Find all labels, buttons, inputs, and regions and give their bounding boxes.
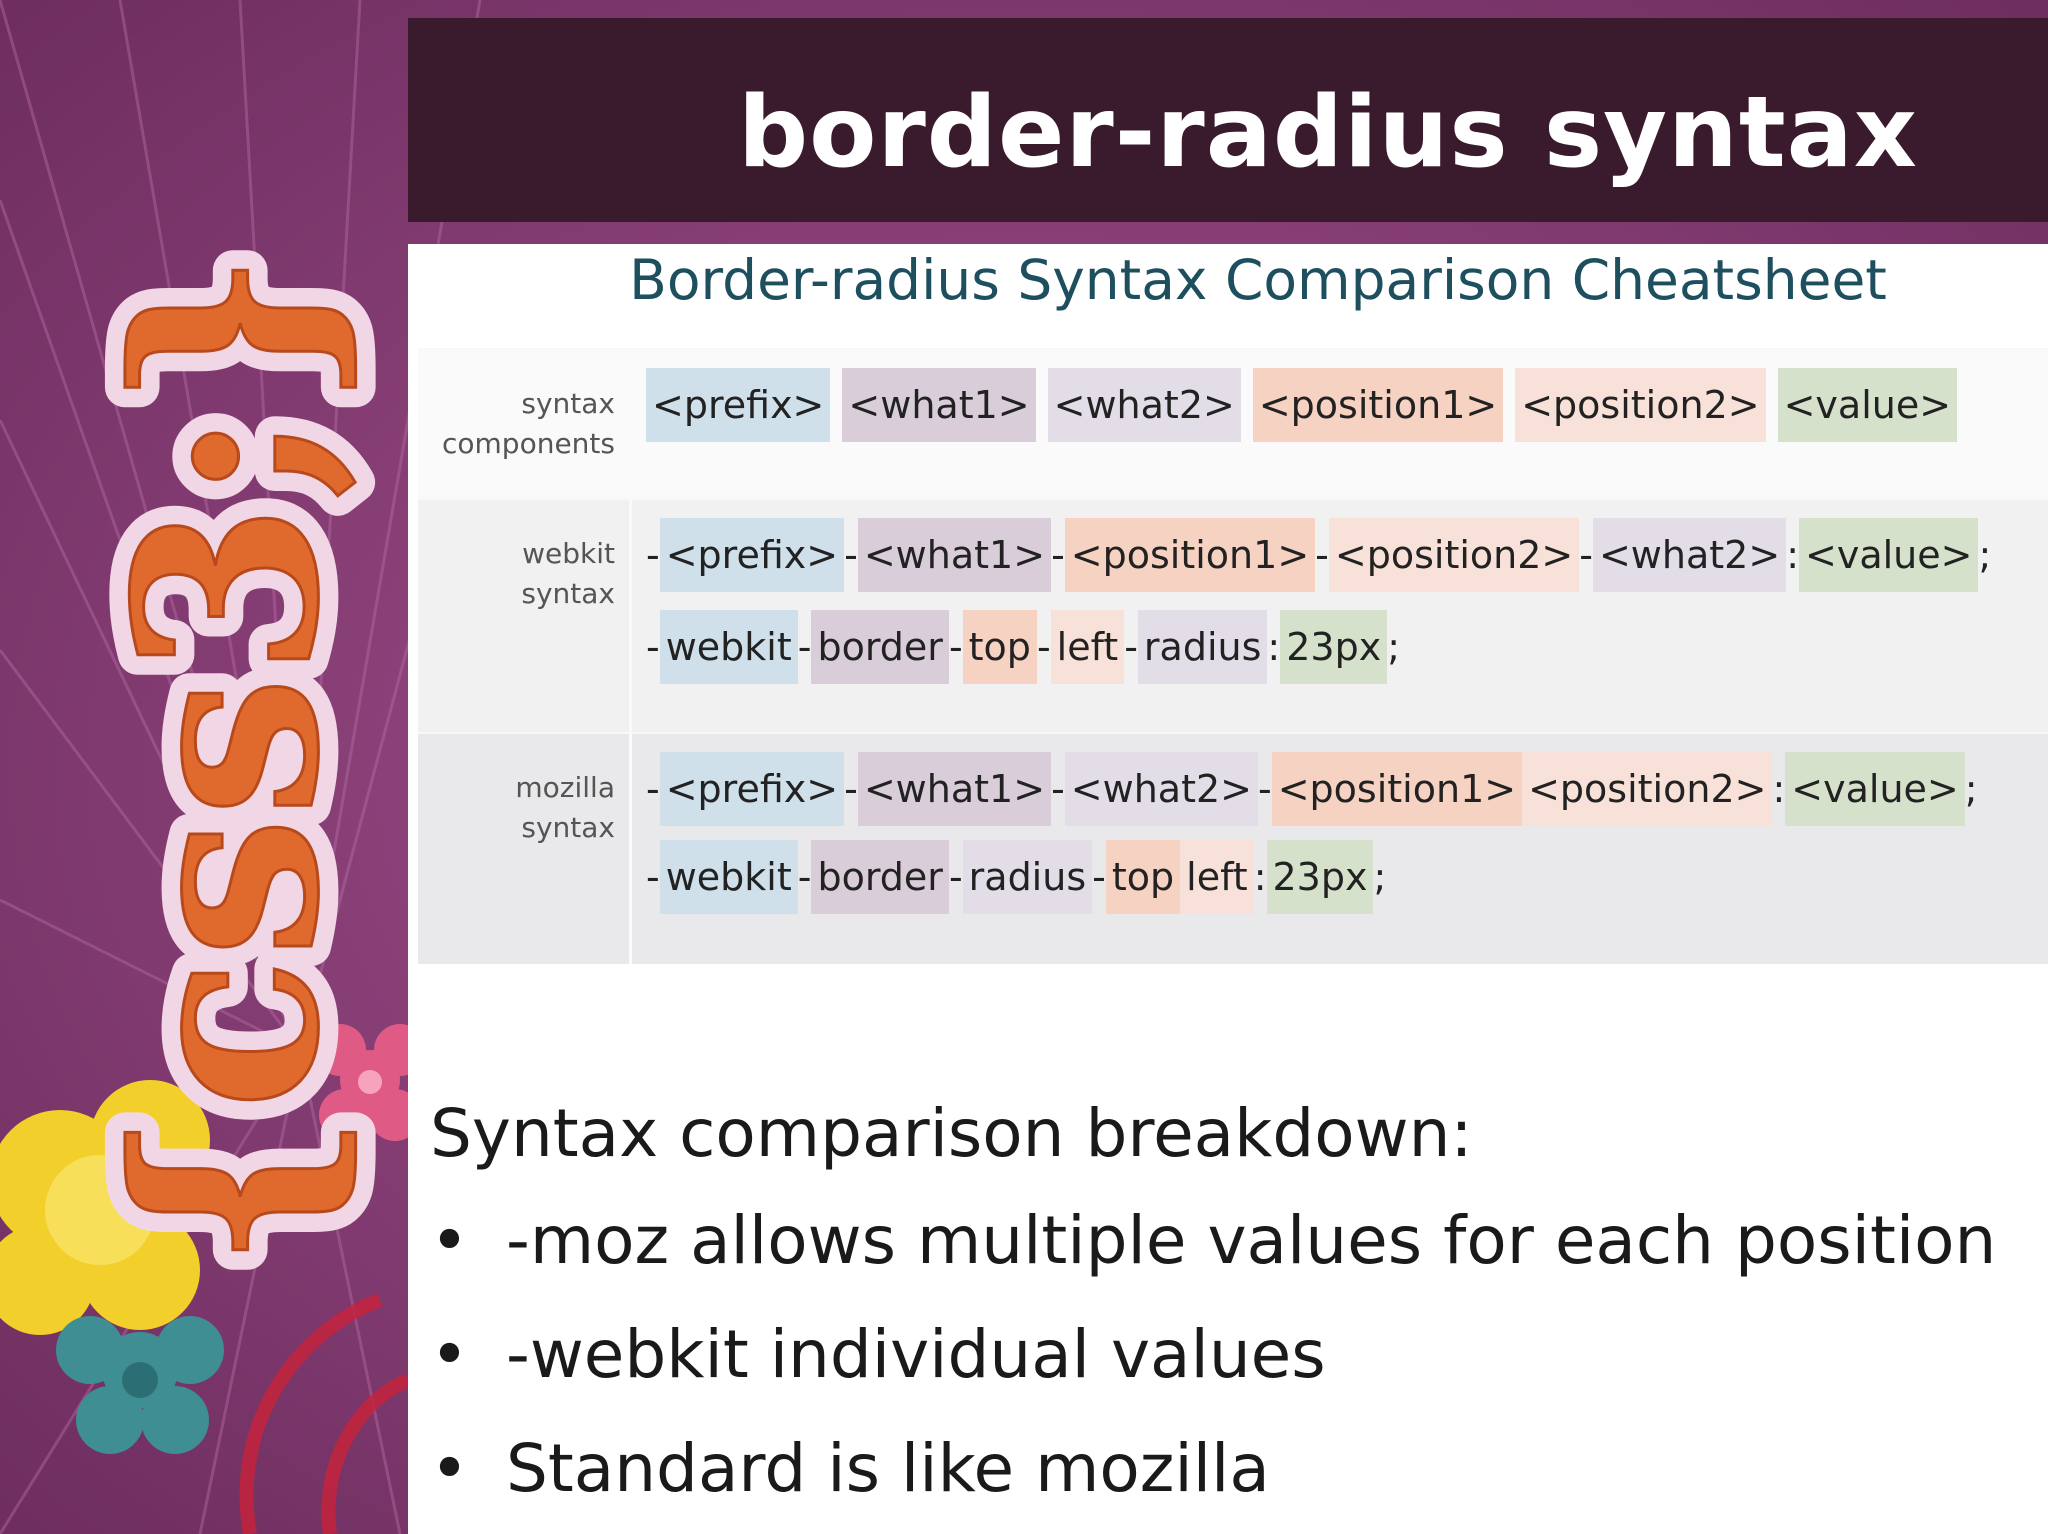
syntax-line: -<prefix>-<what1>-<position1>-<position2… xyxy=(646,518,1991,592)
notes-heading: Syntax comparison breakdown: xyxy=(430,1095,1473,1172)
syntax-separator: : xyxy=(1786,533,1799,577)
syntax-separator: - xyxy=(844,767,858,811)
syntax-token-what2: <what2> xyxy=(1047,368,1241,442)
cheatsheet-title: Border-radius Syntax Comparison Cheatshe… xyxy=(629,248,1887,312)
syntax-separator: - xyxy=(1092,855,1106,899)
syntax-token-what1: <what1> xyxy=(842,368,1036,442)
syntax-separator: - xyxy=(1051,533,1065,577)
notes-bullet-item: • Standard is like mozilla xyxy=(430,1412,1996,1526)
syntax-token-what2: radius xyxy=(962,840,1093,914)
syntax-separator: - xyxy=(1036,625,1051,669)
syntax-token-what1: <what1> xyxy=(857,752,1052,826)
syntax-token-pos1: <position1> xyxy=(1271,752,1523,826)
syntax-token-what2: <what2> xyxy=(1592,518,1787,592)
syntax-line: -webkit-border-top-left-radius: 23px; xyxy=(646,610,1400,684)
bullet-icon: • xyxy=(430,1430,469,1507)
syntax-separator: - xyxy=(1315,533,1329,577)
notes-bullet-text: -moz allows multiple values for each pos… xyxy=(506,1202,1997,1279)
row-label-line: syntax xyxy=(521,811,615,844)
syntax-separator: - xyxy=(797,855,812,899)
syntax-token-prefix: <prefix> xyxy=(646,368,831,442)
syntax-separator: - xyxy=(646,625,660,669)
notes-bullet-text: Standard is like mozilla xyxy=(506,1430,1270,1507)
row-label: webkit syntax xyxy=(418,500,632,732)
syntax-separator: - xyxy=(1051,767,1065,811)
syntax-token-pos2: left xyxy=(1050,610,1125,684)
syntax-separator: - xyxy=(1258,767,1272,811)
syntax-token-pos1: top xyxy=(1105,840,1181,914)
bullet-icon: • xyxy=(430,1202,469,1279)
syntax-token-pos2: <position2> xyxy=(1328,518,1580,592)
css3-logo: {css3;} {css3;} xyxy=(60,229,394,1290)
syntax-separator: - xyxy=(844,533,858,577)
syntax-token-pos1: <position1> xyxy=(1252,368,1504,442)
syntax-separator: ; xyxy=(1964,767,1978,811)
syntax-token-what1: border xyxy=(811,840,949,914)
notes-bullet-item: • -webkit individual values xyxy=(430,1298,1996,1412)
css3-logo-text: {css3;} xyxy=(80,249,374,1270)
syntax-separator: : xyxy=(1267,625,1281,669)
syntax-line: <prefix><what1><what2><position1><positi… xyxy=(646,368,1958,442)
syntax-token-pos2: left xyxy=(1180,840,1254,914)
slide-title-bar: border-radius syntax xyxy=(408,18,2048,222)
syntax-token-pos1: <position1> xyxy=(1064,518,1316,592)
syntax-line: -<prefix>-<what1>-<what2>-<position1><po… xyxy=(646,752,1978,826)
syntax-separator: - xyxy=(797,625,812,669)
syntax-token-prefix: <prefix> xyxy=(659,518,845,592)
notes-bullet-text: -webkit individual values xyxy=(506,1316,1326,1393)
row-label-line: components xyxy=(442,427,615,460)
syntax-separator: - xyxy=(1579,533,1593,577)
syntax-separator: ; xyxy=(1978,533,1992,577)
syntax-token-what2: radius xyxy=(1137,610,1268,684)
syntax-separator: ; xyxy=(1373,855,1387,899)
syntax-token-pos1: top xyxy=(962,610,1037,684)
syntax-token-what1: <what1> xyxy=(857,518,1052,592)
row-label: syntax components xyxy=(418,350,632,498)
notes: Syntax comparison breakdown: • -moz allow… xyxy=(430,1084,1996,1526)
swirl-decoration xyxy=(239,1293,411,1534)
syntax-separator: - xyxy=(948,855,963,899)
row-label-line: mozilla xyxy=(515,771,615,804)
syntax-separator: - xyxy=(646,533,660,577)
notes-list: • -moz allows multiple values for each po… xyxy=(430,1184,1996,1526)
syntax-separator: - xyxy=(948,625,963,669)
syntax-token-value: 23px xyxy=(1280,610,1388,684)
syntax-token-what1: border xyxy=(811,610,949,684)
syntax-separator: ; xyxy=(1387,625,1400,669)
syntax-token-prefix: webkit xyxy=(659,840,798,914)
row-label-line: syntax xyxy=(521,577,615,610)
syntax-token-pos2: <position2> xyxy=(1522,752,1773,826)
syntax-separator: : xyxy=(1772,767,1786,811)
css3-logo-outline: {css3;} xyxy=(80,249,374,1270)
slide-title: border-radius syntax xyxy=(737,76,1919,190)
syntax-separator: : xyxy=(1253,855,1267,899)
syntax-separator: - xyxy=(1124,625,1138,669)
syntax-separator: - xyxy=(646,855,660,899)
notes-bullet-item: • -moz allows multiple values for each po… xyxy=(430,1184,1996,1298)
syntax-token-value: 23px xyxy=(1266,840,1374,914)
row-label: mozilla syntax xyxy=(418,734,632,964)
syntax-token-pos2: <position2> xyxy=(1515,368,1766,442)
syntax-separator: - xyxy=(646,767,660,811)
syntax-token-prefix: webkit xyxy=(659,610,798,684)
row-label-line: syntax xyxy=(521,387,615,420)
syntax-token-value: <value> xyxy=(1799,518,1979,592)
syntax-token-what2: <what2> xyxy=(1064,752,1258,826)
flower-decoration-yellow xyxy=(0,1080,210,1335)
row-label-line: webkit xyxy=(522,537,615,570)
slide-content: Border-radius Syntax Comparison Cheatshe… xyxy=(408,244,2048,1534)
bullet-icon: • xyxy=(430,1316,469,1393)
flower-decoration-teal xyxy=(56,1316,224,1454)
syntax-token-value: <value> xyxy=(1777,368,1958,442)
syntax-token-value: <value> xyxy=(1785,752,1965,826)
syntax-token-prefix: <prefix> xyxy=(659,752,845,826)
